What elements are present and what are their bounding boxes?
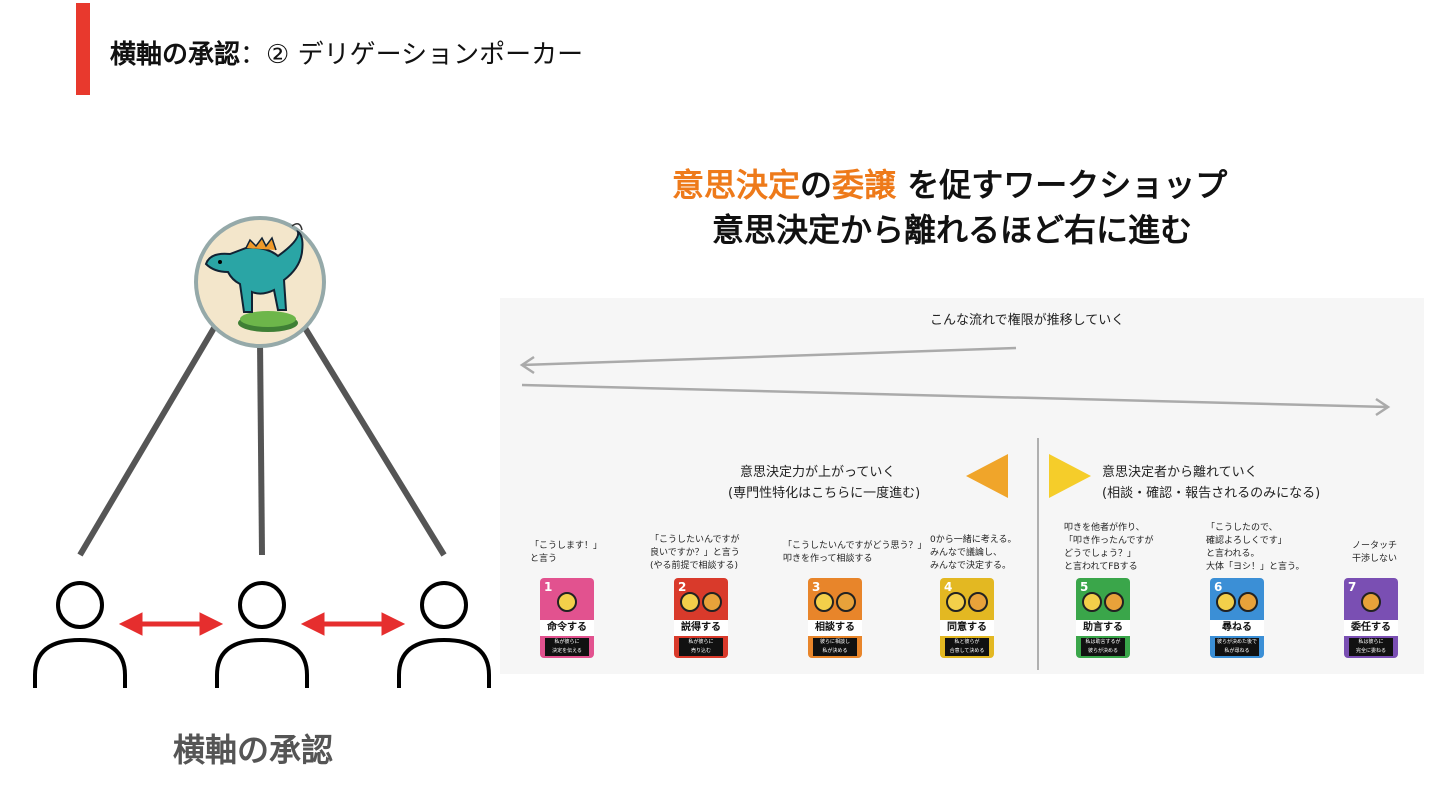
connector-line-right: [305, 328, 444, 555]
triangle-right-icon: [1049, 454, 1091, 498]
card-caption-3: 「こうしたいんですがどう思う？」叩きを作って相談する: [783, 540, 927, 566]
monkey-face-icon: [702, 592, 722, 612]
poker-card-2: 2 説得する 私が彼らに売り込む: [674, 578, 728, 658]
arrow-left-icon: [522, 348, 1016, 373]
poker-card-3: 3 相談する 彼らに相談し私が決める: [808, 578, 862, 658]
right-group-line1: 意思決定者から離れていく: [1102, 461, 1258, 480]
headline-line2: 意思決定から離れるほど右に進む: [712, 205, 1192, 251]
triangle-left-icon: [966, 454, 1008, 498]
headline-highlight-decision: 意思決定: [672, 166, 800, 204]
person-outline-icon: [217, 583, 307, 688]
monkey-face-icon: [1238, 592, 1258, 612]
headline-rest: を促すワークショップ: [896, 166, 1227, 204]
connector-line-left: [80, 328, 214, 555]
person-outline-icon: [35, 583, 125, 688]
monkey-face-icon: [1104, 592, 1124, 612]
card-caption-1: 「こうします！」と言う: [530, 540, 602, 566]
character-face-icon: [946, 592, 966, 612]
monkey-face-icon: [1361, 592, 1381, 612]
poker-card-5: 5 助言する 私は助言するが彼らが決める: [1076, 578, 1130, 658]
headline-particle: の: [800, 166, 832, 204]
character-face-icon: [680, 592, 700, 612]
character-face-icon: [1082, 592, 1102, 612]
double-arrow-icon: [302, 613, 404, 635]
poker-card-7: 7 委任する 私は彼らに完全に委ねる: [1344, 578, 1398, 658]
monkey-face-icon: [968, 592, 988, 612]
dinosaur-figure-icon: [196, 218, 324, 346]
poker-card-6: 6 尋ねる 彼らが決めた後で私が尋ねる: [1210, 578, 1264, 658]
character-face-icon: [814, 592, 834, 612]
poker-card-4: 4 同意する 私と彼らが合意して決める: [940, 578, 994, 658]
right-group-line2: (相談・確認・報告されるのみになる): [1102, 482, 1320, 501]
approval-diagram: [0, 0, 500, 720]
character-face-icon: [557, 592, 577, 612]
character-face-icon: [1216, 592, 1236, 612]
arrow-right-icon: [522, 385, 1388, 415]
double-arrow-icon: [120, 613, 222, 635]
diagram-label: 横軸の承認: [173, 725, 333, 771]
left-group-line2: (専門性特化はこちらに一度進む): [728, 482, 920, 501]
poker-card-1: 1 命令する 私が彼らに決定を伝える: [540, 578, 594, 658]
monkey-face-icon: [836, 592, 856, 612]
left-group-line1: 意思決定力が上がっていく: [740, 461, 895, 480]
delegation-poker-panel: こんな流れで権限が推移していく 意思決定力が上がっていく (専門性特化はこちらに…: [500, 298, 1424, 674]
card-caption-5: 叩きを他者が作り、「叩き作ったんですがどうでしょう？」と言われてFBする: [1064, 522, 1154, 574]
card-caption-2: 「こうしたいんですが良いですか？」と言う(やる前提で相談する): [650, 534, 740, 573]
person-outline-icon: [399, 583, 489, 688]
connector-line-center: [260, 340, 262, 555]
headline-line1: 意思決定の委譲 を促すワークショップ: [672, 160, 1227, 206]
card-caption-4: 0から一緒に考える。みんなで議論し、みんなで決定する。: [930, 534, 1016, 573]
headline-highlight-delegation: 委譲: [832, 166, 896, 204]
card-caption-6: 「こうしたので、確認よろしくです」と言われる。大体「ヨシ！」と言う。: [1206, 522, 1304, 574]
card-caption-7: ノータッチ干渉しない: [1352, 540, 1397, 566]
